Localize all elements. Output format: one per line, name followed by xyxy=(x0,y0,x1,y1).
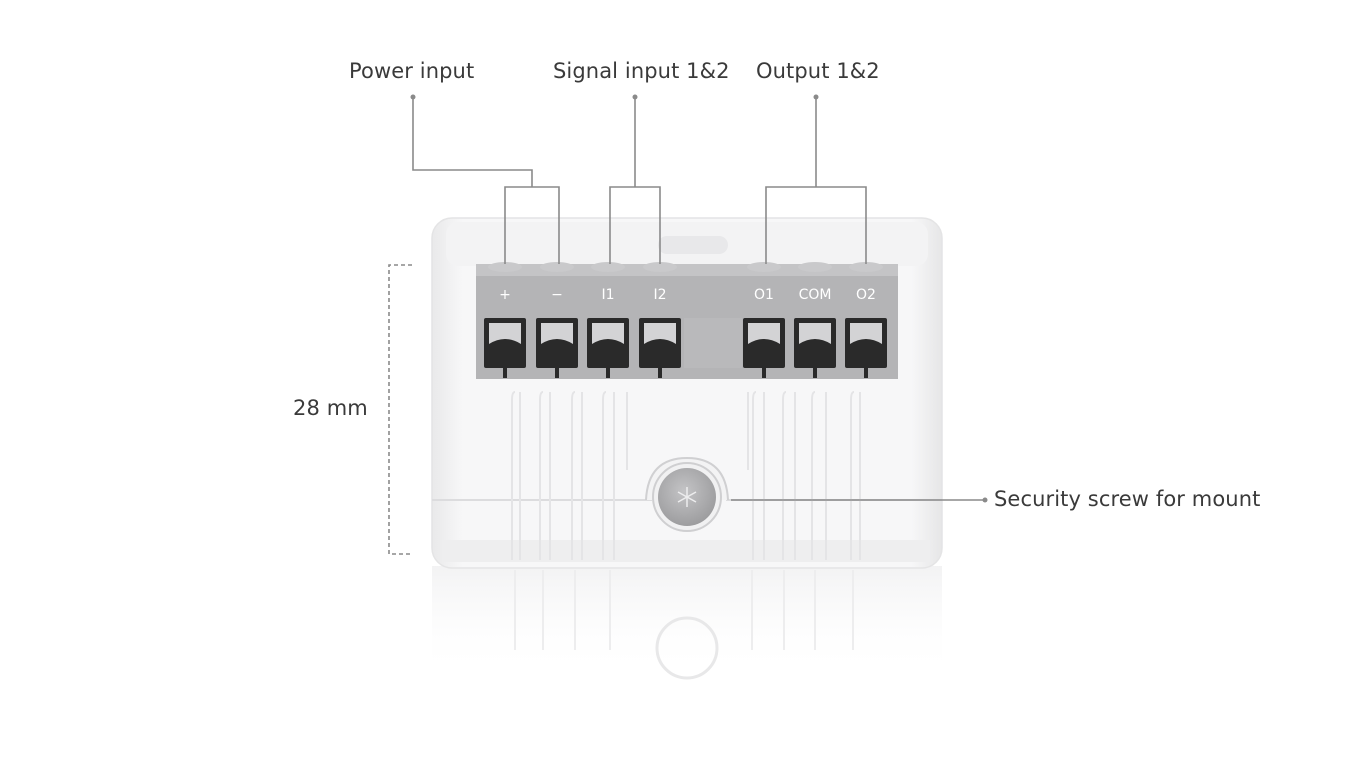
terminal-pin xyxy=(864,368,868,378)
leader-lines xyxy=(410,94,988,503)
terminal-hole xyxy=(643,262,677,272)
terminal-hole xyxy=(747,262,781,272)
terminal-pin xyxy=(813,368,817,378)
terminal-hole xyxy=(540,262,574,272)
terminal-label: I2 xyxy=(653,287,666,303)
output-label: Output 1&2 xyxy=(756,59,880,83)
terminal-clamp xyxy=(799,323,831,344)
security-screw-label: Security screw for mount xyxy=(994,487,1261,511)
terminal-clamp xyxy=(592,323,624,344)
terminal-label: COM xyxy=(799,287,832,303)
terminal-group: + − I1 I2 O1 COM O2 xyxy=(484,262,887,378)
terminal-clamp xyxy=(644,323,676,344)
screw-star-icon xyxy=(677,487,697,507)
terminal-hole xyxy=(798,262,832,272)
terminal-clamp xyxy=(850,323,882,344)
terminal-pin xyxy=(606,368,610,378)
terminal-label: + xyxy=(499,287,511,303)
terminal-pin xyxy=(555,368,559,378)
signal-input-label: Signal input 1&2 xyxy=(553,59,730,83)
terminal-pin xyxy=(658,368,662,378)
security-screw xyxy=(645,456,729,532)
terminal-label: O1 xyxy=(754,287,774,303)
power-input-label: Power input xyxy=(349,59,475,83)
device-ribs xyxy=(511,391,861,560)
height-label: 28 mm xyxy=(293,396,368,420)
terminal-hole xyxy=(849,262,883,272)
terminal-label: I1 xyxy=(601,287,614,303)
terminal-hole xyxy=(488,262,522,272)
terminal-clamp xyxy=(489,323,521,344)
terminal-clamp xyxy=(541,323,573,344)
height-dimension xyxy=(388,264,412,555)
terminal-hole xyxy=(591,262,625,272)
terminal-pin xyxy=(503,368,507,378)
terminal-pin xyxy=(762,368,766,378)
terminal-clamp xyxy=(748,323,780,344)
terminal-label: − xyxy=(551,287,563,303)
device-reflection xyxy=(432,566,942,680)
terminal-label: O2 xyxy=(856,287,876,303)
terminal-spacer xyxy=(684,318,742,368)
